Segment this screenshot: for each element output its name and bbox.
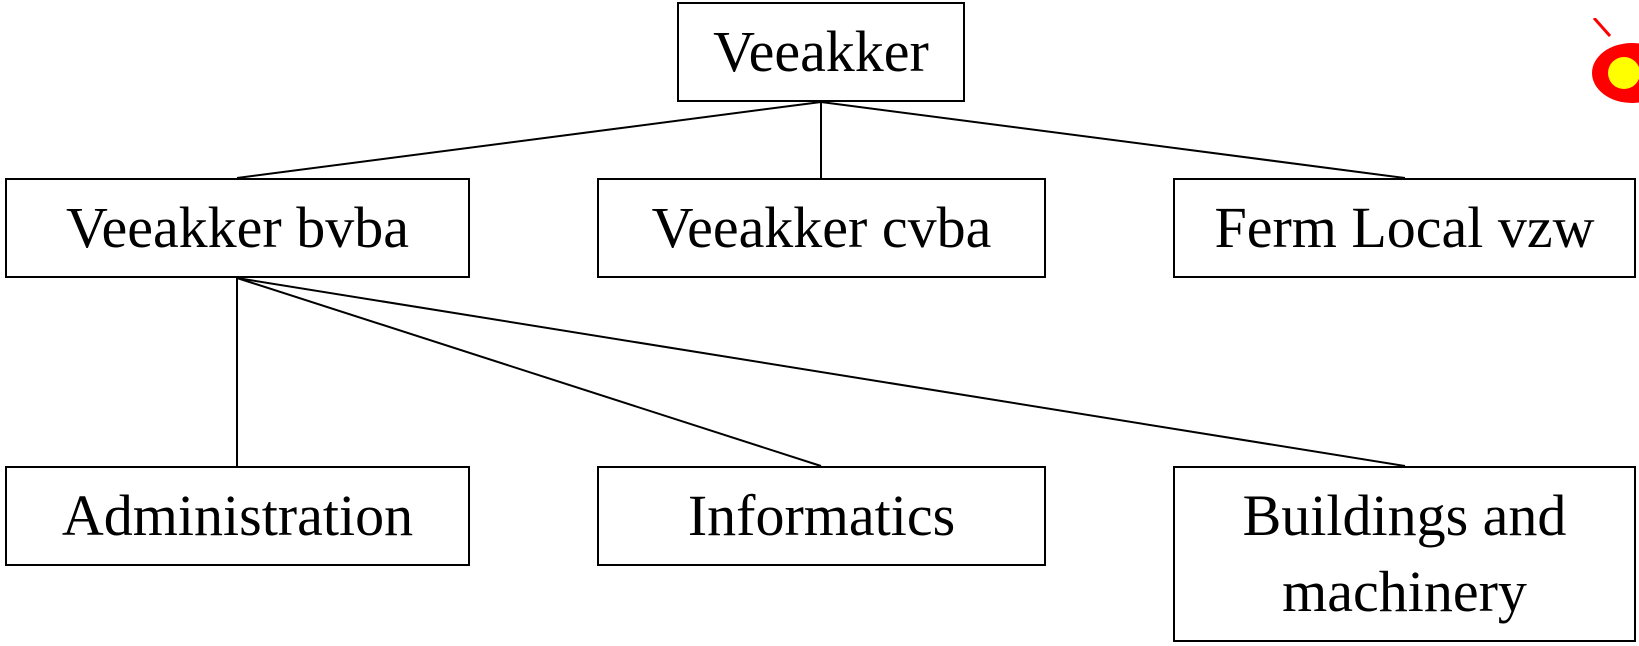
connector-bvba-buildings [236,277,1406,467]
node-entity-ferm: Ferm Local vzw [1173,178,1636,278]
red-yellow-logo-icon [1592,18,1639,103]
node-department-buildings-label: Buildings and machinery [1242,483,1567,624]
node-root-label: Veeakker [713,19,929,84]
node-department-info-label: Informatics [687,483,956,548]
node-entity-bvba: Veeakker bvba [5,178,470,278]
node-department-admin: Administration [5,466,470,566]
node-entity-cvba-label: Veeakker cvba [651,195,992,260]
node-root: Veeakker [677,2,965,102]
node-entity-ferm-label: Ferm Local vzw [1214,195,1595,260]
node-entity-bvba-label: Veeakker bvba [66,195,409,260]
node-department-admin-label: Administration [61,483,414,548]
node-entity-cvba: Veeakker cvba [597,178,1046,278]
connector-bvba-info [236,277,822,467]
connector-root-bvba [236,101,822,179]
node-department-buildings: Buildings and machinery [1173,466,1636,642]
connector-root-ferm [820,101,1406,179]
node-department-info: Informatics [597,466,1046,566]
